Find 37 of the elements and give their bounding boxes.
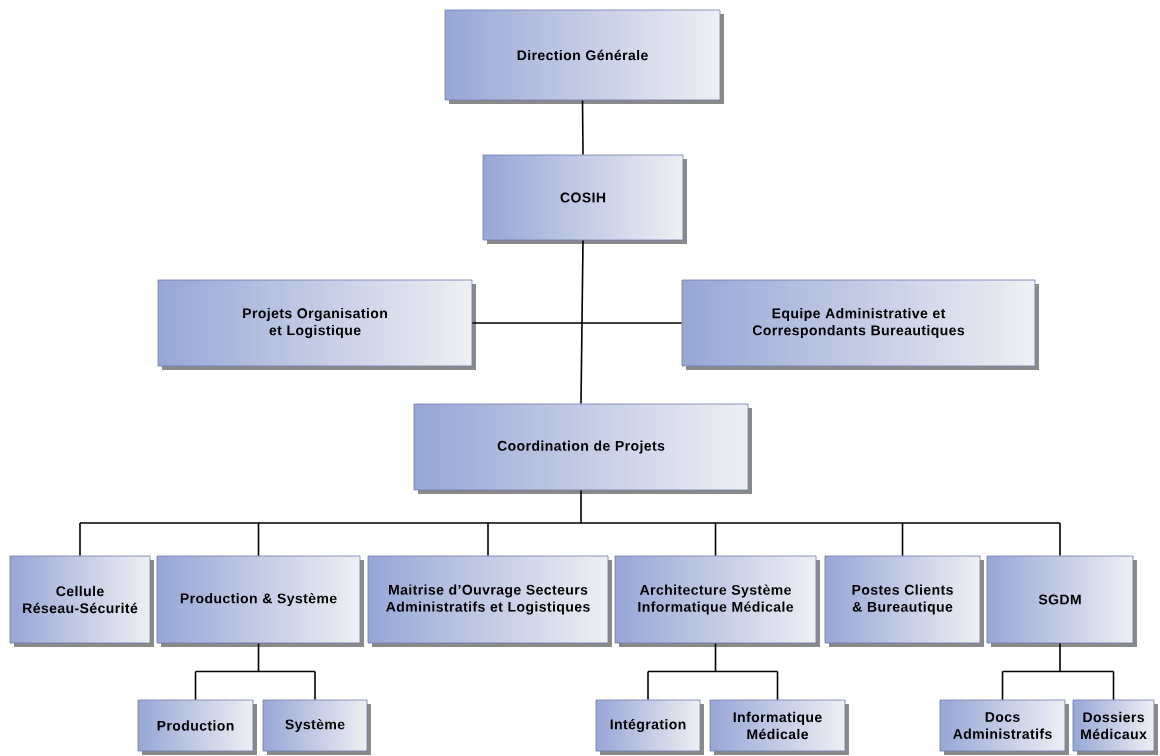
connector-line <box>79 522 81 557</box>
org-box: Production <box>137 699 257 755</box>
org-box: Dossiers Médicaux <box>1072 699 1158 755</box>
connector-line <box>714 522 717 557</box>
org-box: Maitrise d’Ouvrage Secteurs Administratifs et Logistiques <box>367 555 612 647</box>
connector-line <box>487 522 489 557</box>
org-box: COSIH <box>482 154 687 244</box>
connector-line <box>647 642 779 673</box>
connector-line <box>471 322 584 324</box>
connector-line <box>194 642 316 673</box>
org-box: Cellule Réseau-Sécurité <box>9 555 154 647</box>
org-box: Coordination de Projets <box>413 403 752 494</box>
org-box: SGDM <box>986 555 1137 647</box>
connector-line <box>776 670 779 701</box>
connector-line <box>901 522 904 557</box>
connector-line <box>582 322 683 324</box>
org-box: Intégration <box>595 699 704 755</box>
org-box: Postes Clients & Bureautique <box>824 555 984 647</box>
connector-line <box>580 239 584 405</box>
connector-line <box>1059 522 1061 557</box>
connector-line <box>314 670 316 701</box>
org-box: Production & Système <box>156 555 364 647</box>
connector-line <box>79 489 1061 525</box>
connector-line <box>647 670 649 701</box>
connector-line <box>581 99 584 156</box>
org-box: Direction Générale <box>444 9 724 104</box>
connector-line <box>1001 670 1004 701</box>
connector-line <box>257 522 260 557</box>
org-box: Equipe Administrative et Correspondants Bureautiques <box>681 279 1039 370</box>
org-box: Informatique Médicale <box>709 699 849 755</box>
connector-line <box>194 670 197 701</box>
connector-line <box>1001 642 1115 673</box>
org-box: Projets Organisation et Logistique <box>157 279 476 370</box>
org-box: Architecture Système Informatique Médicale <box>614 555 820 647</box>
org-box: Docs Administratifs <box>939 699 1069 755</box>
org-box: Système <box>262 699 371 755</box>
connector-line <box>1112 670 1115 701</box>
